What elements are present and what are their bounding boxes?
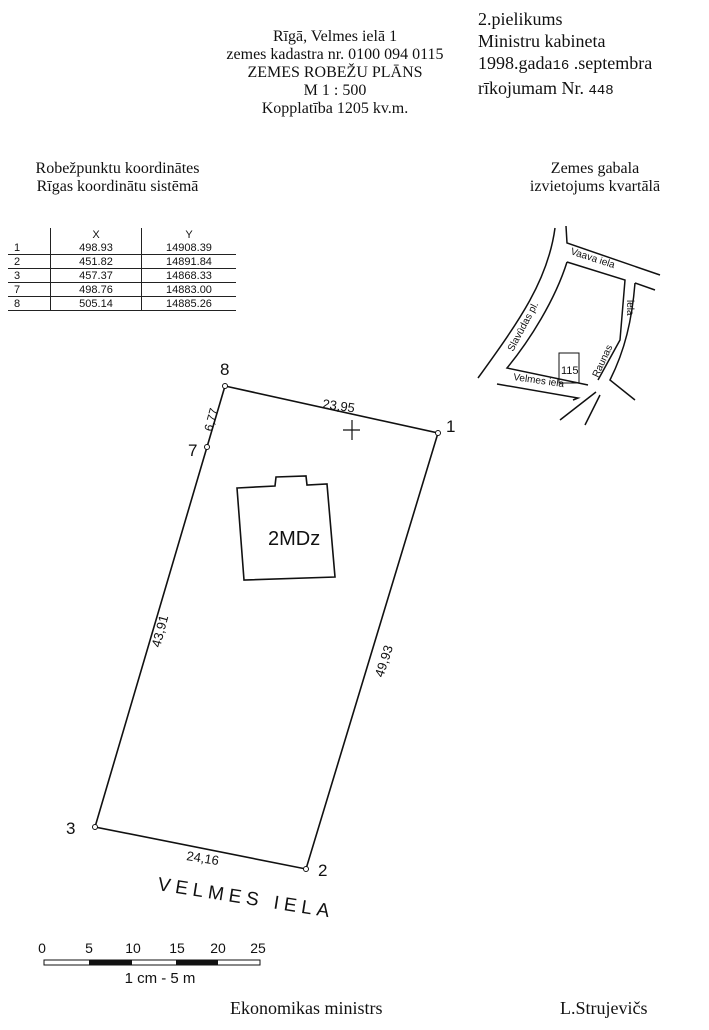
scale-tick: 25 (250, 940, 266, 956)
parcel-marker (558, 352, 580, 384)
point-marker (303, 866, 309, 872)
annex-day: 16 (552, 58, 570, 74)
parcel-boundary (93, 385, 440, 870)
scale-tick: 10 (125, 940, 141, 956)
block-edge (505, 261, 589, 386)
scale-segment (176, 960, 218, 965)
y-value: 14885.26 (141, 296, 236, 311)
survey-cross-icon (343, 420, 360, 440)
point-id: 3 (8, 268, 51, 283)
annex-block: 2.pielikums Ministru kabineta 1998.gada1… (478, 8, 652, 102)
side-length: 6,77 (201, 406, 221, 432)
cadastre-number: zemes kadastra nr. 0100 094 0115 (226, 46, 444, 63)
block-edge (566, 261, 626, 381)
plan-scale: M 1 : 500 (303, 82, 367, 99)
scale-bar (43, 959, 261, 966)
scale-tick: 20 (210, 940, 226, 956)
annex-order: rīkojumam Nr. 448 (478, 77, 652, 102)
x-value: 457.37 (50, 268, 142, 283)
building-label: 2MDz (268, 528, 320, 550)
scale-label: 1 cm - 5 m (125, 970, 196, 987)
annex-year: 1998.gada (478, 53, 553, 73)
y-value: 14891.84 (141, 254, 236, 269)
boundary-points (92, 383, 441, 872)
x-value: 498.93 (50, 241, 142, 255)
point-label: 7 (188, 441, 197, 460)
street-edge (565, 225, 661, 276)
x-value: 505.14 (50, 296, 142, 311)
plan-title: ZEMES ROBEŽU PLĀNS (247, 64, 423, 81)
footer-position: Ekonomikas ministrs (230, 998, 383, 1018)
building-outline (236, 475, 336, 581)
side-length: 23,95 (322, 396, 356, 415)
point-id: 8 (8, 296, 51, 311)
point-marker (222, 383, 228, 389)
point-marker (92, 824, 98, 830)
annex-line: Ministru kabineta (478, 31, 606, 51)
location-title: Zemes gabala izvietojums kvartālā (495, 160, 695, 196)
col-header: Y (185, 228, 193, 241)
scale-tick: 5 (85, 940, 93, 956)
plan-header: Rīgā, Velmes ielā 1 zemes kadastra nr. 0… (190, 28, 480, 118)
street-name: VELMES IELA (156, 874, 336, 923)
scale-tick: 0 (38, 940, 46, 956)
y-value: 14908.39 (141, 241, 236, 255)
x-value: 451.82 (50, 254, 142, 269)
parcel-label: 115 (561, 365, 579, 377)
side-length: 43,91 (148, 613, 171, 648)
street-edge (496, 383, 581, 401)
address: Rīgā, Velmes ielā 1 (272, 28, 398, 45)
location-title-line: izvietojums kvartālā (529, 178, 661, 195)
street-label: iela (624, 300, 635, 316)
col-header: X (50, 228, 142, 241)
annex-order-number: 448 (588, 83, 614, 99)
coords-title-line: Robežpunktu koordinātes (35, 160, 200, 177)
annex-date: 1998.gada16 .septembra (478, 52, 652, 77)
street-edge (634, 282, 656, 291)
street-edge (609, 282, 636, 401)
footer-name: L.Strujevičs (560, 998, 648, 1018)
location-title-line: Zemes gabala (550, 160, 640, 177)
scale-segment (43, 959, 261, 966)
plan-area: Kopplatība 1205 kv.m. (261, 100, 409, 117)
point-marker (435, 430, 441, 436)
street-edge (559, 391, 601, 426)
scale-segment (89, 960, 132, 965)
col-header (8, 228, 51, 241)
annex-order-label: rīkojumam Nr. (478, 78, 584, 98)
point-label: 1 (446, 417, 455, 436)
annex-line: 2.pielikums (478, 9, 563, 29)
y-value: 14868.33 (141, 268, 236, 283)
coords-title: Robežpunktu koordinātes Rīgas koordinātu… (10, 160, 225, 196)
y-value: 14883.00 (141, 282, 236, 297)
point-id: 1 (8, 241, 51, 255)
scale-tick: 15 (169, 940, 185, 956)
point-id: 2 (8, 254, 51, 269)
point-id: 7 (8, 282, 51, 297)
location-sketch (477, 225, 661, 426)
street-edge (477, 227, 556, 379)
street-label: Vaava iela (569, 246, 617, 271)
point-label: 3 (66, 819, 75, 838)
coords-title-line: Rīgas koordinātu sistēmā (36, 178, 199, 195)
point-label: 8 (220, 360, 229, 379)
side-length: 49,93 (372, 643, 396, 679)
street-label: Raunas (591, 343, 616, 379)
point-label: 2 (318, 861, 327, 880)
annex-month: .septembra (573, 53, 653, 73)
point-marker (204, 444, 210, 450)
x-value: 498.76 (50, 282, 142, 297)
side-length: 24,16 (186, 848, 220, 868)
scale-ticks: 0 5 10 15 20 25 (38, 940, 266, 956)
